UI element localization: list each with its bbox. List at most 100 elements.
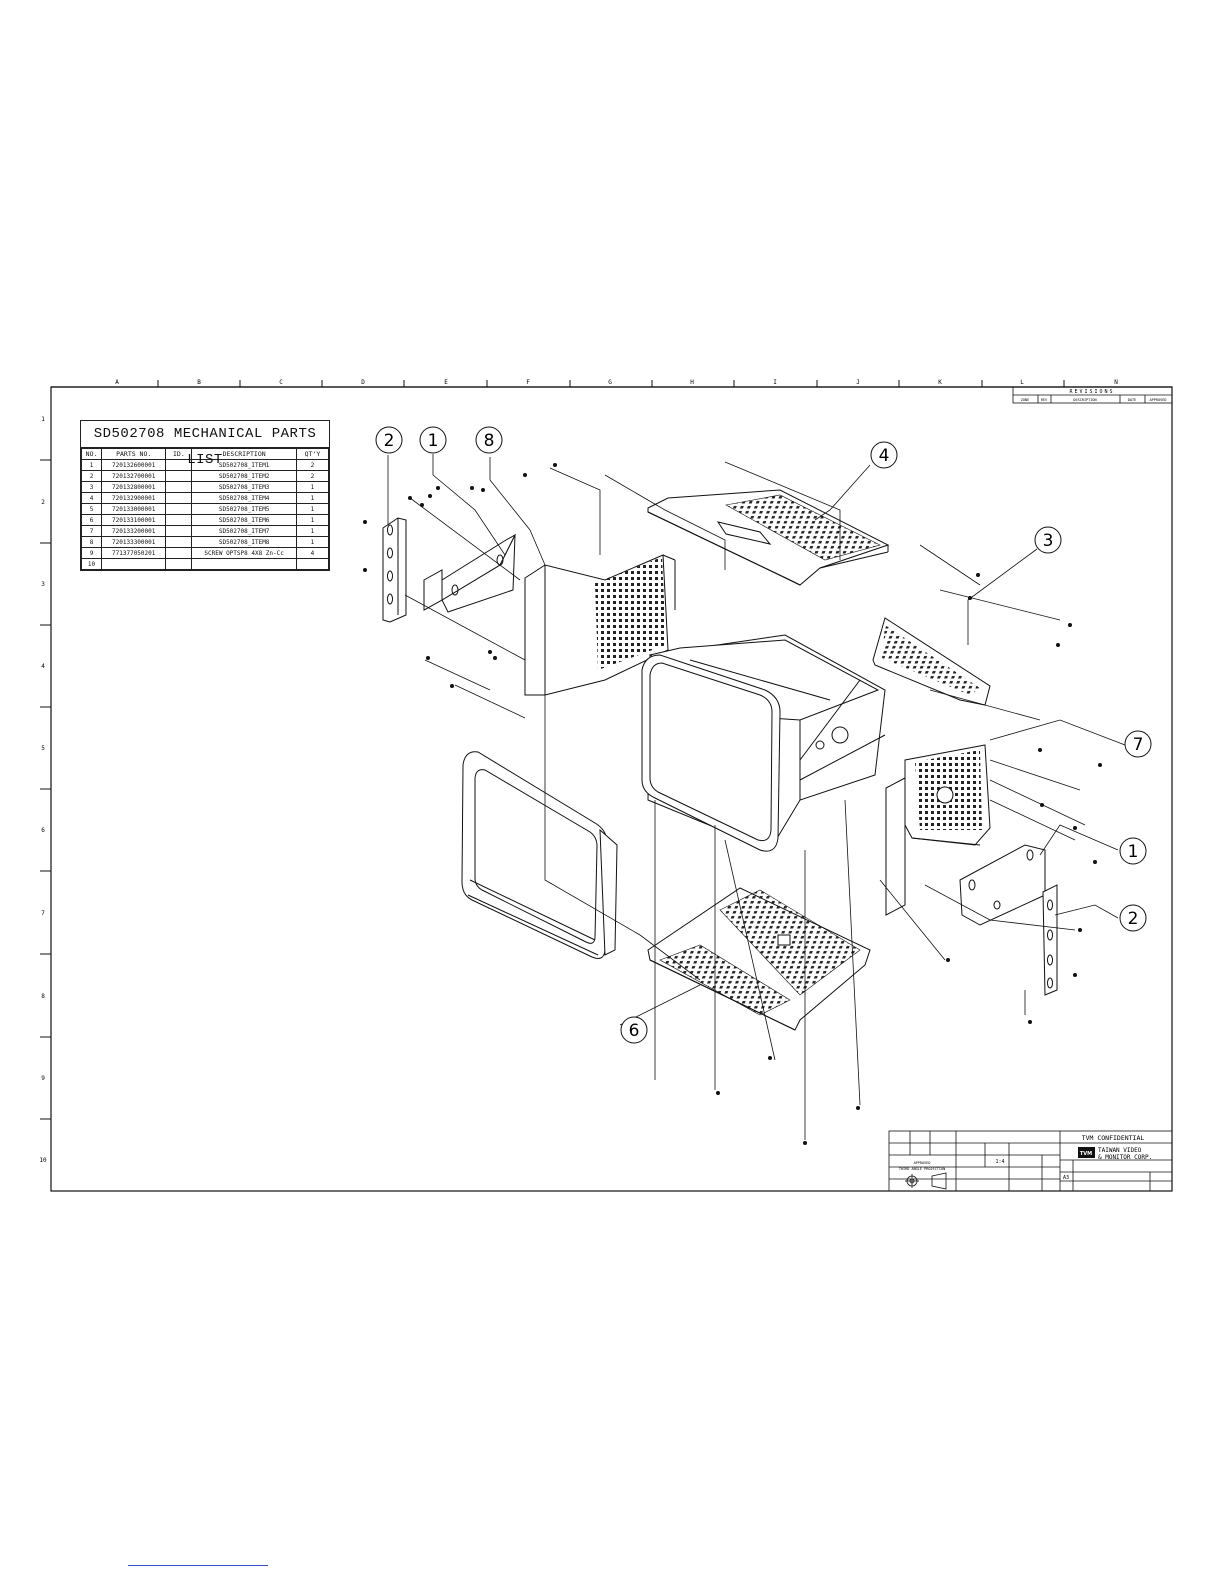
- cell-qty: 1: [295, 536, 330, 548]
- zone-row-label: 3: [41, 581, 45, 588]
- col-qty-header: QT'Y: [295, 448, 330, 460]
- part-4-top-cover: [647, 489, 890, 586]
- screws: [363, 463, 1102, 1145]
- part-6-bottom-tray: [647, 887, 871, 1031]
- balloon-circle: [1124, 730, 1152, 758]
- cell-parts-no: 720132700001: [101, 470, 167, 482]
- zone-row-label: 2: [41, 499, 45, 506]
- balloon-circle: [475, 426, 503, 454]
- balloon-number: 1: [1128, 842, 1139, 862]
- title-block: [888, 1130, 1173, 1192]
- zone-col-label: B: [197, 379, 201, 386]
- cell-qty: 1: [295, 481, 330, 493]
- cell-parts-no: 720132600001: [101, 459, 167, 471]
- cell-qty: 2: [295, 459, 330, 471]
- cell-parts-no: [101, 558, 167, 570]
- projection-label: THIRD ANGLE PROJECTION: [899, 1167, 945, 1171]
- balloon-circle: [620, 1016, 648, 1044]
- cell-desc: SD502708_ITEM6: [191, 514, 297, 526]
- assembly-geometry: [382, 489, 1058, 1031]
- cell-desc: [191, 558, 297, 570]
- cell-id: [165, 481, 193, 493]
- zone-col-label: N: [1114, 379, 1118, 386]
- part-1-left-l-bracket: [423, 533, 517, 613]
- part-5-right-side-panel: [885, 744, 991, 916]
- cell-desc: SD502708_ITEM8: [191, 536, 297, 548]
- cell-id: [165, 525, 193, 537]
- confidential-label: TVM CONFIDENTIAL: [1082, 1134, 1145, 1142]
- balloon-number: 7: [1133, 735, 1144, 755]
- cell-parts-no: 720132800001: [101, 481, 167, 493]
- cell-qty: 1: [295, 492, 330, 504]
- zone-row-label: 5: [41, 745, 45, 752]
- balloon-circle: [1034, 526, 1062, 554]
- cell-desc: SD502708_ITEM5: [191, 503, 297, 515]
- cell-qty: [295, 558, 330, 570]
- parts-list-header-row: NO. PARTS NO. ID. DESCRIPTION QT'Y: [80, 448, 330, 460]
- balloon-number: 4: [879, 446, 890, 466]
- zone-col-label: D: [361, 379, 365, 386]
- cell-id: [165, 514, 193, 526]
- cell-no: 1: [80, 459, 103, 471]
- balloon-number: 1: [428, 431, 439, 451]
- company-logo: TVM: [1080, 1151, 1092, 1157]
- cell-parts-no: 720133200001: [101, 525, 167, 537]
- rev-desc-header: DESCRIPTION: [1073, 398, 1096, 402]
- zone-row-label: 9: [41, 1075, 45, 1082]
- zone-col-label: H: [690, 379, 694, 386]
- part-8-left-side-panel: [524, 554, 676, 696]
- zone-row-label: 7: [41, 910, 45, 917]
- cell-parts-no: 720132900001: [101, 492, 167, 504]
- company-name-line2: & MONITOR CORP.: [1098, 1154, 1152, 1161]
- balloon-circle: [375, 426, 403, 454]
- cell-id: [165, 547, 193, 559]
- zone-col-label: E: [444, 379, 448, 386]
- cell-qty: 4: [295, 547, 330, 559]
- parts-list-table: SD502708 MECHANICAL PARTS LIST NO. PARTS…: [80, 420, 330, 571]
- revision-block: [1012, 386, 1173, 404]
- crt-tube: [641, 654, 781, 852]
- revisions-title: REVISIONS: [1069, 389, 1114, 395]
- part-2-right-bracket: [1042, 884, 1058, 996]
- cell-id: [165, 558, 193, 570]
- zone-row-label: 6: [41, 827, 45, 834]
- cell-id: [165, 492, 193, 504]
- zone-col-label: F: [526, 379, 530, 386]
- cell-id: [165, 536, 193, 548]
- zone-col-label: A: [115, 379, 119, 386]
- revision-headers: ZONE REV DESCRIPTION DATE APPROVED: [1021, 398, 1167, 402]
- zone-row-label: 8: [41, 993, 45, 1000]
- zone-col-label: L: [1020, 379, 1024, 386]
- col-no-header: NO.: [80, 448, 103, 460]
- footer-link-underline[interactable]: [128, 1565, 268, 1566]
- company-name-line1: TAIWAN VIDEO: [1098, 1147, 1142, 1154]
- rev-zone-header: ZONE: [1021, 398, 1029, 402]
- part-2-left-bracket: [382, 517, 407, 623]
- balloon-number: 2: [1128, 909, 1139, 929]
- balloon-number: 8: [484, 431, 495, 451]
- company-logo-box: [1078, 1147, 1095, 1158]
- cell-no: 5: [80, 503, 103, 515]
- cell-no: 3: [80, 481, 103, 493]
- cell-desc: SD502708_ITEM4: [191, 492, 297, 504]
- zone-row-label: 10: [39, 1157, 47, 1164]
- zone-col-label: C: [279, 379, 283, 386]
- sheet-size-value: A3: [1063, 1175, 1069, 1181]
- balloon-circle: [1119, 837, 1147, 865]
- balloon-circle: [870, 441, 898, 469]
- cell-no: 2: [80, 470, 103, 482]
- cell-no: 9: [80, 547, 103, 559]
- part-1-right-l-bracket: [959, 844, 1046, 926]
- explosion-lines: [387, 454, 1126, 1140]
